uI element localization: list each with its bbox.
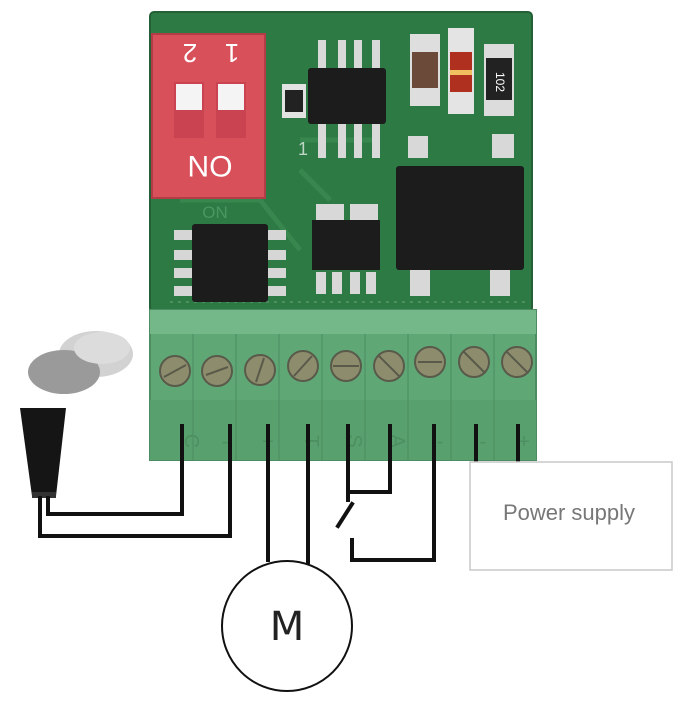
pin-mark-1: C xyxy=(180,434,202,448)
screw-8 xyxy=(458,346,490,378)
smd-diode xyxy=(448,28,474,114)
motor-label: M xyxy=(270,604,305,650)
ic-chip-top xyxy=(308,40,386,158)
smoke-generator-icon xyxy=(20,408,66,498)
screw-2 xyxy=(201,355,233,387)
smd-pads xyxy=(408,134,514,158)
wiring xyxy=(38,424,520,564)
terminal-pin-markings: C - + T S A - - + xyxy=(180,431,530,453)
pin-mark-2: - xyxy=(222,431,229,453)
screw-7 xyxy=(414,346,446,378)
dip-number-2: 2 xyxy=(183,38,197,68)
pin-mark-9: + xyxy=(518,431,530,453)
screw-3 xyxy=(244,354,276,386)
screw-1 xyxy=(159,355,191,387)
motor-symbol: M xyxy=(221,560,353,692)
wire-smoke-minus xyxy=(38,424,232,538)
screw-6 xyxy=(373,350,405,382)
screw-5 xyxy=(330,350,362,382)
resistor-code: 102 xyxy=(493,72,507,92)
dip-number-1: 1 xyxy=(225,38,239,68)
dip-switch[interactable]: 2 1 ON xyxy=(151,33,266,199)
power-component xyxy=(396,166,524,296)
wire-switch-lever xyxy=(335,501,355,529)
smd-resistor-left xyxy=(282,84,306,118)
pin-mark-4: T xyxy=(300,435,322,447)
terminal-block xyxy=(149,309,537,461)
wire-smoke-c xyxy=(46,424,184,516)
transistor-pair xyxy=(312,204,380,294)
pin-mark-8: - xyxy=(480,431,487,453)
ic-pin1-marker: 1 xyxy=(298,139,308,159)
ic-chip-bottom xyxy=(174,224,286,302)
smd-capacitor xyxy=(410,34,440,106)
screw-4 xyxy=(287,350,319,382)
smoke-cloud-icon xyxy=(28,331,133,394)
resistor-102: 102 xyxy=(484,44,514,116)
screw-9 xyxy=(501,346,533,378)
power-supply-label: Power supply xyxy=(503,500,635,525)
terminal-screws xyxy=(159,346,533,387)
pin-mark-7: - xyxy=(437,431,444,453)
wire-switch-return xyxy=(350,424,436,562)
pcb-on-silkscreen: ON xyxy=(202,203,228,222)
power-supply-box: Power supply xyxy=(469,461,673,571)
dip-on-label: ON xyxy=(188,149,233,182)
